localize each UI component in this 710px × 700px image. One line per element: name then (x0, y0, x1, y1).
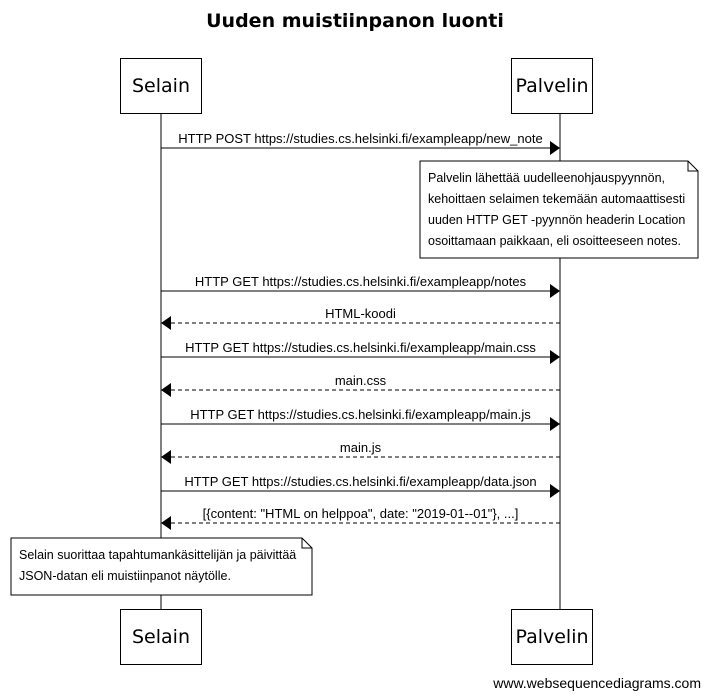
message-arrowhead (161, 450, 171, 464)
message-arrowhead (161, 383, 171, 397)
actor-selain-top: Selain (120, 58, 202, 114)
note-server: Palvelin lähettää uudelleenohjauspyynnön… (420, 163, 698, 257)
message-arrowhead (161, 316, 171, 330)
watermark-text: www.websequencediagrams.com (493, 675, 701, 691)
message-arrowhead (550, 350, 560, 364)
message-arrowhead (550, 284, 560, 298)
actor-palvelin-bottom: Palvelin (511, 609, 593, 665)
note-browser-fold (301, 538, 312, 549)
note-browser-line: JSON-datan eli muistiinpanot näytölle. (19, 569, 231, 583)
message-label: HTTP GET https://studies.cs.helsinki.fi/… (185, 340, 536, 355)
message-arrowhead (550, 484, 560, 498)
message-label: HTTP GET https://studies.cs.helsinki.fi/… (194, 274, 527, 289)
note-server-line: uuden HTTP GET -pyynnön headerin Locatio… (428, 213, 686, 227)
message-arrowhead (550, 141, 560, 155)
message-label: main.css (334, 373, 387, 388)
message-arrowhead (161, 516, 171, 530)
message-label: HTTP GET https://studies.cs.helsinki.fi/… (184, 474, 537, 489)
message-label: HTTP POST https://studies.cs.helsinki.fi… (178, 131, 543, 146)
message-label: HTTP GET https://studies.cs.helsinki.fi/… (190, 407, 531, 422)
note-browser-shape (10, 537, 313, 596)
note-server-line: Palvelin lähettää uudelleenohjauspyynnön… (428, 171, 665, 185)
message-arrowhead (550, 417, 560, 431)
diagram-title: Uuden muistiinpanon luonti (206, 10, 504, 32)
note-browser: Selain suorittaa tapahtumankäsittelijän … (11, 540, 312, 592)
actor-selain-bottom: Selain (120, 609, 202, 665)
note-server-line: kehoittaen selaimen tekemään automaattis… (428, 192, 686, 206)
message-label: main.js (339, 440, 382, 455)
note-server-line: osoittamaan paikkaan, eli osoitteeseen n… (428, 234, 681, 248)
actor-palvelin-top: Palvelin (511, 58, 593, 114)
note-server-fold (687, 161, 698, 172)
message-label: [{content: "HTML on helppoa", date: "201… (202, 506, 519, 521)
message-label: HTML-koodi (325, 306, 396, 321)
note-browser-line: Selain suorittaa tapahtumankäsittelijän … (19, 548, 297, 562)
note-server-shape (419, 160, 699, 259)
